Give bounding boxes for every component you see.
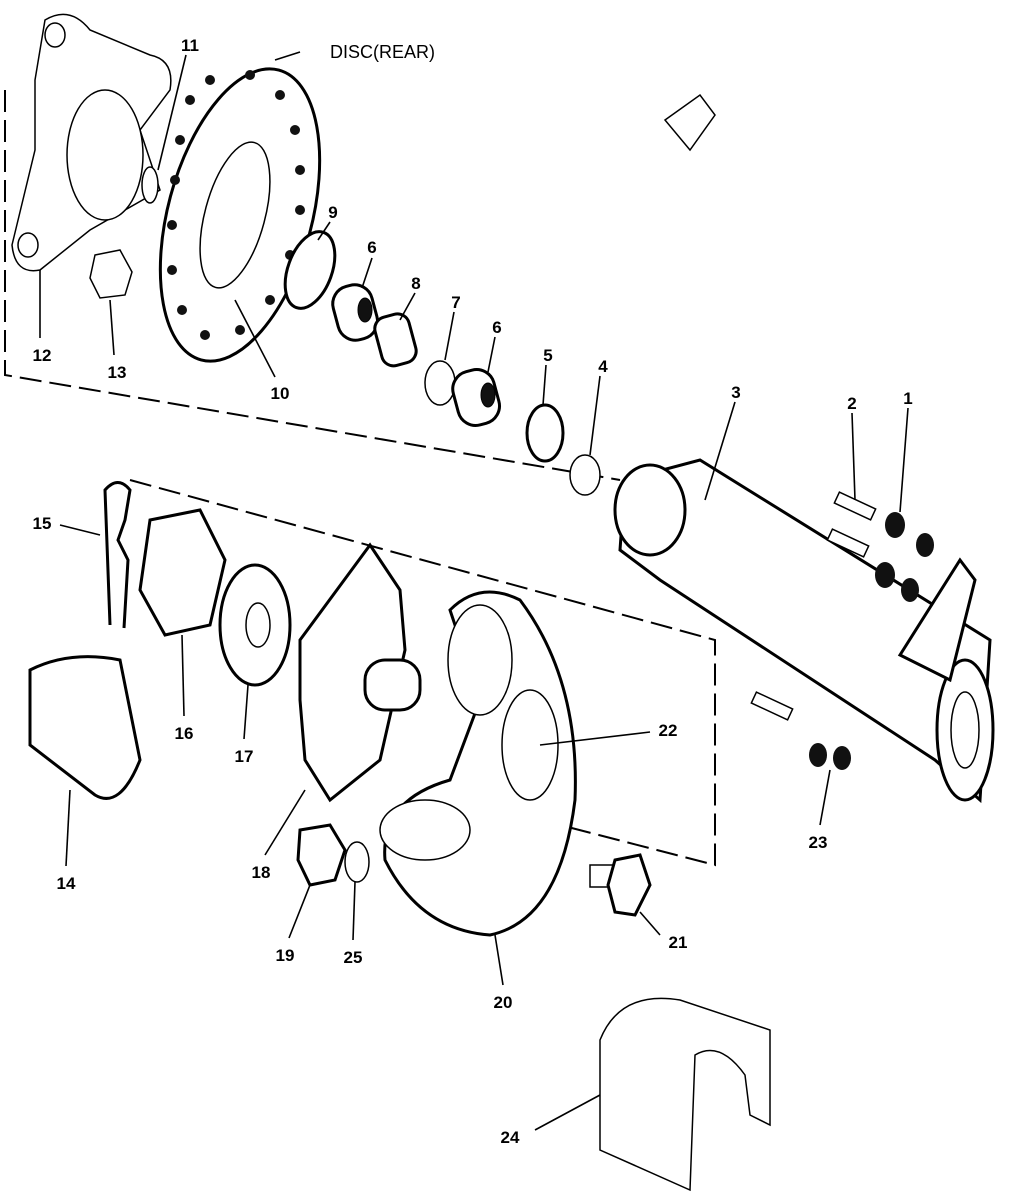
part-19-nut xyxy=(296,823,347,887)
callout-15: 15 xyxy=(33,514,52,533)
part-16-axle-nut xyxy=(138,508,227,637)
callout-11: 11 xyxy=(181,36,199,55)
callout-7: 7 xyxy=(451,293,460,312)
callout-10: 10 xyxy=(271,384,290,403)
callout-14: 14 xyxy=(57,874,76,893)
assembly-boundary-upper xyxy=(4,90,621,481)
leader-lines xyxy=(39,51,909,1131)
callout-13: 13 xyxy=(108,363,127,382)
callout-16: 16 xyxy=(175,724,194,743)
part-20-tire xyxy=(379,590,577,937)
part-14-hub-cap xyxy=(28,655,142,800)
callout-1: 1 xyxy=(903,389,912,408)
callout-25: 25 xyxy=(344,948,363,967)
part-4-circlip xyxy=(569,454,601,496)
callout-8: 8 xyxy=(411,274,420,293)
part-24-cover xyxy=(599,997,771,1192)
assembly-boundary-lower xyxy=(129,479,716,867)
part-3-axle-housing xyxy=(613,458,995,804)
part-18-front-hub xyxy=(298,542,422,803)
disc-rear-label: DISC(REAR) xyxy=(330,42,435,62)
manufacturer-mark-icon xyxy=(663,93,716,152)
callout-17: 17 xyxy=(235,747,254,766)
part-6-bearing xyxy=(331,283,380,342)
callout-3: 3 xyxy=(731,383,740,402)
callout-24: 24 xyxy=(501,1128,520,1147)
callout-18: 18 xyxy=(252,863,271,882)
part-12-knuckle xyxy=(11,13,172,272)
callout-23: 23 xyxy=(809,833,828,852)
part-2-bolts xyxy=(750,491,877,721)
part-7-circlip xyxy=(424,360,456,406)
part-21-bolt xyxy=(589,853,652,917)
part-15-cotter-pin xyxy=(103,481,132,629)
part-11-seal xyxy=(141,166,159,204)
callout-6: 6 xyxy=(367,238,376,257)
callout-4: 4 xyxy=(598,357,608,376)
part-5-hub xyxy=(525,403,565,463)
callout-22: 22 xyxy=(659,721,678,740)
part-22-rim xyxy=(501,689,559,801)
part-8-sprocket xyxy=(373,312,418,368)
part-1-nuts xyxy=(809,512,934,770)
callout-19: 19 xyxy=(276,946,295,965)
part-13-nut xyxy=(89,249,133,299)
callout-6-second: 6 xyxy=(492,318,501,337)
callout-21: 21 xyxy=(669,933,688,952)
callout-20: 20 xyxy=(494,993,513,1012)
part-25-washer xyxy=(344,841,370,883)
part-brake-disc xyxy=(158,67,322,363)
callout-2: 2 xyxy=(847,394,856,413)
callout-12: 12 xyxy=(33,346,52,365)
callout-5: 5 xyxy=(543,346,552,365)
callout-9: 9 xyxy=(328,203,337,222)
